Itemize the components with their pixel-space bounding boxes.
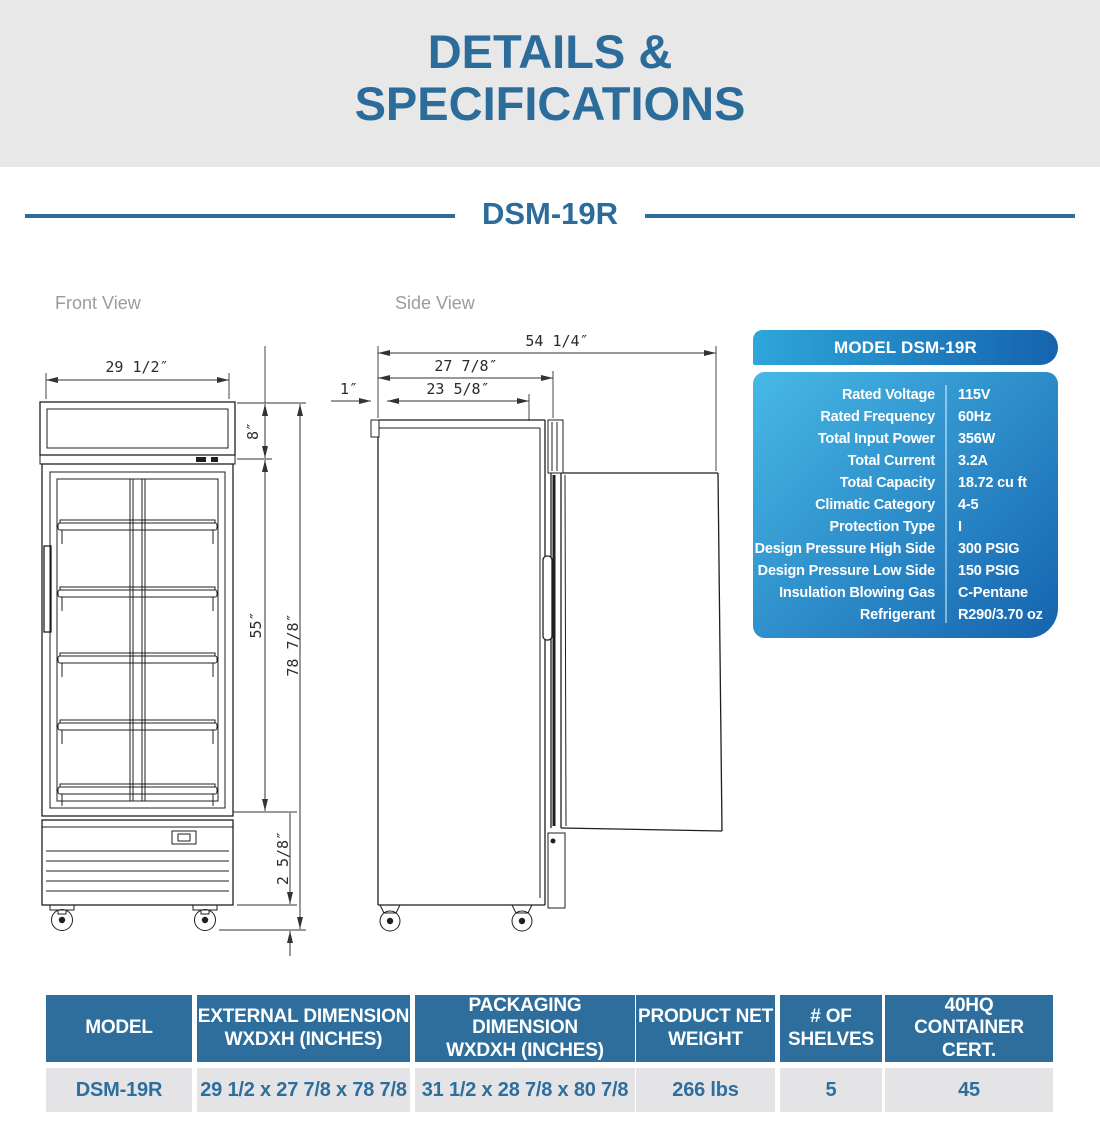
table-cell-net-weight: 266 lbs	[636, 1068, 775, 1112]
model-heading: DSM-19R	[481, 196, 619, 231]
spec-label: Protection Type	[829, 519, 936, 535]
table-header-net-weight: PRODUCT NET WEIGHT	[636, 995, 775, 1062]
page-title-line2: SPECIFICATIONS	[354, 77, 746, 130]
spec-row: Design Pressure High Side 300 PSIG	[753, 538, 1044, 560]
front-door-handle	[43, 545, 52, 633]
caster	[192, 904, 218, 931]
table-cell-shelves: 5	[780, 1068, 882, 1112]
dim-front-door-height: 55″	[247, 611, 265, 638]
spec-value: 4-5	[958, 497, 979, 513]
spec-panel-header: MODEL DSM-19R	[753, 330, 1058, 365]
spec-value: 3.2A	[958, 453, 988, 469]
spec-value: 18.72 cu ft	[958, 475, 1027, 491]
technical-drawings: Front View Side View	[39, 293, 723, 956]
spec-label: Total Capacity	[839, 475, 935, 491]
spec-label: Design Pressure Low Side	[757, 563, 936, 579]
spec-value: 60Hz	[958, 409, 992, 425]
spec-label: Total Current	[847, 453, 936, 469]
table-cell-container-cert: 45	[885, 1068, 1053, 1112]
spec-label: Design Pressure High Side	[754, 541, 936, 557]
table-header-container-cert: 40HQ CONTAINER CERT.	[885, 995, 1053, 1062]
caster	[511, 904, 533, 932]
table-header-packaging-dimension: PACKAGING DIMENSION WXDXH (INCHES)	[415, 995, 635, 1062]
shelf	[57, 783, 218, 806]
dimensions-table: MODEL EXTERNAL DIMENSION WXDXH (INCHES) …	[46, 995, 1053, 1112]
spec-row: Protection Type I	[753, 516, 1044, 538]
caster	[49, 904, 75, 931]
spec-row: Insulation Blowing Gas C-Pentane	[753, 582, 1044, 604]
spec-row: Design Pressure Low Side 150 PSIG	[753, 560, 1044, 582]
side-view-drawing	[370, 419, 723, 932]
spec-value: 115V	[958, 387, 991, 403]
spec-label: Rated Frequency	[820, 409, 935, 425]
spec-row: Rated Voltage 115V	[753, 384, 1044, 406]
spec-row: Refrigerant R290/3.70 oz	[753, 604, 1044, 626]
front-lock-badge	[171, 830, 197, 845]
side-view-label: Side View	[395, 293, 476, 313]
table-header-shelves: # OF SHELVES	[780, 995, 882, 1062]
shelf	[57, 719, 218, 744]
page-title-line1: DETAILS &	[427, 25, 673, 78]
spec-row: Rated Frequency 60Hz	[753, 406, 1044, 428]
spec-value: C-Pentane	[958, 585, 1028, 601]
spec-label: Total Input Power	[817, 431, 935, 447]
spec-label: Climatic Category	[815, 497, 935, 513]
table-header-external-dimension: EXTERNAL DIMENSION WXDXH (INCHES)	[197, 995, 410, 1062]
side-view-dimensions: 54 1/4″ 27 7/8″ 23 5/8″ 1″	[331, 332, 717, 471]
header-band	[0, 0, 1100, 167]
spec-value: 150 PSIG	[958, 563, 1020, 579]
spec-label: Insulation Blowing Gas	[779, 585, 935, 601]
side-door-handle	[542, 555, 553, 641]
dim-side-body-depth: 23 5/8″	[426, 380, 489, 398]
table-cell-packaging-dimension: 31 1/2 x 28 7/8 x 80 7/8	[415, 1068, 635, 1112]
spec-panel-divider	[945, 385, 947, 623]
dim-side-cabinet-depth: 27 7/8″	[434, 357, 497, 375]
front-view-label: Front View	[55, 293, 142, 313]
table-cell-external-dimension: 29 1/2 x 27 7/8 x 78 7/8	[197, 1068, 410, 1112]
spec-row: Total Current 3.2A	[753, 450, 1044, 472]
dim-front-width: 29 1/2″	[105, 358, 168, 376]
front-view-drawing	[39, 401, 236, 931]
spec-panel-body: Rated Voltage 115V Rated Frequency 60Hz To…	[753, 372, 1058, 638]
caster	[379, 904, 401, 932]
divider-line-left	[25, 214, 455, 218]
spec-value: I	[958, 519, 962, 535]
spec-row: Total Input Power 356W	[753, 428, 1044, 450]
dim-front-sign-height: 8″	[244, 422, 262, 440]
dim-side-total-depth: 54 1/4″	[525, 332, 588, 350]
table-header-model: MODEL	[46, 995, 192, 1062]
page-title: DETAILS & SPECIFICATIONS	[0, 26, 1100, 130]
spec-value: 356W	[958, 431, 996, 447]
shelf	[57, 519, 218, 544]
shelf	[57, 652, 218, 677]
dim-side-lip: 1″	[340, 380, 358, 398]
spec-label: Refrigerant	[859, 607, 935, 623]
table-cell-model: DSM-19R	[46, 1068, 192, 1112]
dim-front-bottom-height: 2 5/8″	[274, 831, 292, 885]
divider-line-right	[645, 214, 1075, 218]
spec-row: Climatic Category 4-5	[753, 494, 1044, 516]
dim-front-total-height: 78 7/8″	[284, 613, 302, 676]
spec-row: Total Capacity 18.72 cu ft	[753, 472, 1044, 494]
spec-value: R290/3.70 oz	[958, 607, 1043, 623]
front-view-dimensions: 29 1/2″ 8″ 55″ 78 7/8″ 2 5/8″	[45, 346, 306, 956]
spec-label: Rated Voltage	[841, 387, 935, 403]
shelf	[57, 586, 218, 611]
spec-panel: MODEL DSM-19R Rated Voltage 115V Rated Fr…	[753, 330, 1058, 638]
spec-value: 300 PSIG	[958, 541, 1020, 557]
